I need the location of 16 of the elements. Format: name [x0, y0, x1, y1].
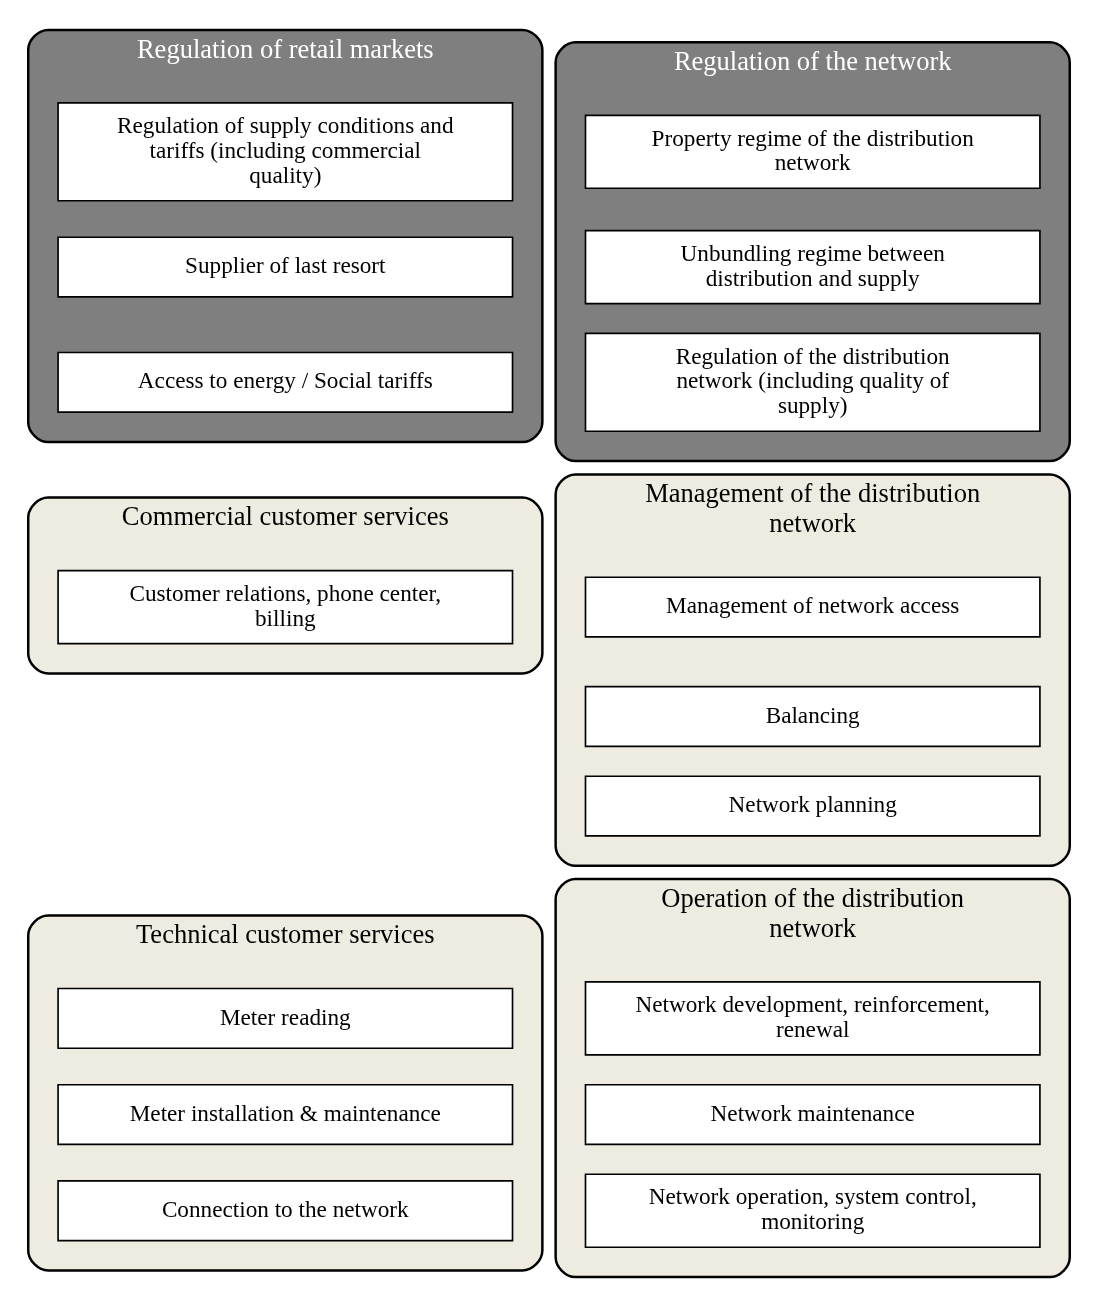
node-box: Customer relations, phone center, billing: [57, 569, 514, 645]
node-box: Unbundling regime between distribution and supply: [584, 229, 1041, 305]
node-box: Connection to the network: [57, 1180, 514, 1242]
node-box: Property regime of the distribution network: [584, 114, 1041, 190]
node-box: Network development, reinforcement, renewal: [584, 981, 1041, 1056]
node-box: Network planning: [584, 775, 1041, 837]
node-box: Network maintenance: [584, 1083, 1041, 1146]
node-box: Meter installation & maintenance: [57, 1083, 514, 1146]
node-box: Network operation, system control, monitoring: [584, 1173, 1041, 1249]
node-box: Meter reading: [57, 987, 514, 1050]
node-box: Regulation of the distribution network (including quality of supply): [584, 332, 1041, 433]
node-box: Access to energy / Social tariffs: [57, 351, 514, 413]
node-box: Regulation of supply conditions and tariffs (including commercial quality): [57, 102, 514, 202]
node-box: Balancing: [584, 685, 1041, 748]
node-box: Supplier of last resort: [57, 236, 514, 298]
node-box: Management of network access: [584, 576, 1041, 638]
